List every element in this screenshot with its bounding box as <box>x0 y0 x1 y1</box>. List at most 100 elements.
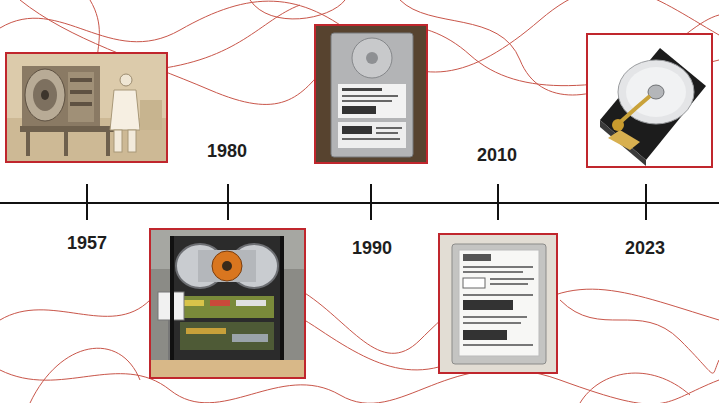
photo-1990-drive <box>342 106 376 114</box>
photo-2010-drive <box>463 344 533 346</box>
photo-2023-drive <box>612 119 624 131</box>
year-label: 2010 <box>477 146 517 166</box>
background-squiggles <box>300 290 457 353</box>
photo-1957-drive <box>41 90 49 100</box>
photo-2010-drive <box>463 294 533 296</box>
background-squiggles <box>0 281 719 370</box>
tick-mark <box>370 184 372 220</box>
photo-1957-drive <box>26 132 30 156</box>
photo-1957-drive <box>6 53 167 162</box>
axis-line <box>0 202 719 204</box>
photo-2023-drive <box>587 34 712 167</box>
photo-1957-drive <box>68 72 94 122</box>
photo-1957-drive <box>6 53 167 162</box>
photo-1957-drive <box>64 132 68 156</box>
photo-2023-drive <box>600 120 646 166</box>
photo-1957-drive <box>25 69 65 121</box>
background-squiggles <box>30 348 140 403</box>
photo-1957-drive <box>70 78 92 82</box>
photo-1980-drive <box>198 250 256 282</box>
photo-1957-drive <box>20 126 116 132</box>
photo-1990-drive <box>315 25 427 163</box>
photo-1990-drive <box>352 38 392 78</box>
photo-2010-drive <box>463 316 527 318</box>
photo-1980-drive <box>236 300 266 306</box>
photo-1980-drive <box>184 300 204 306</box>
tick-mark <box>497 184 499 220</box>
photo-2010-drive <box>463 271 523 273</box>
tick-mark <box>645 184 647 220</box>
photo-2010-drive <box>439 234 557 373</box>
photo-1990-drive <box>342 138 400 140</box>
photo-1980-drive <box>180 322 274 350</box>
photo-1990-drive <box>338 122 406 148</box>
photo-2023-drive <box>600 48 706 160</box>
photo-2010-drive <box>463 254 491 261</box>
photo-2010-drive <box>463 330 507 340</box>
photo-1980-drive <box>232 334 268 342</box>
photo-1990-drive <box>315 25 427 163</box>
photo-1990-drive <box>342 126 372 134</box>
axis-line <box>0 203 719 204</box>
photo-1957-drive <box>120 74 132 86</box>
photo-1980-drive <box>212 251 242 281</box>
tick-mark <box>87 184 646 220</box>
photo-2023-drive <box>587 34 712 167</box>
photo-1957-drive <box>140 100 162 130</box>
photo-1990-drive <box>342 88 382 91</box>
photo-1980-drive <box>170 236 174 360</box>
photo-2010-drive <box>439 234 557 373</box>
photo-2010-drive <box>463 300 513 310</box>
photo-2010-drive <box>459 250 539 356</box>
photo-1957-drive <box>128 130 136 152</box>
photo-1990-drive <box>342 100 392 102</box>
photo-1957-drive <box>110 90 140 130</box>
photo-1957-drive <box>70 90 92 94</box>
background-squiggles <box>0 370 719 403</box>
photo-1980-drive <box>280 236 284 360</box>
photo-2010-drive <box>463 278 485 288</box>
photo-1957-drive <box>22 66 100 128</box>
background-squiggles <box>580 373 690 403</box>
photo-1980-drive <box>150 229 305 378</box>
photo-2010-drive <box>490 278 534 280</box>
tick-mark <box>86 184 88 220</box>
year-label: 1980 <box>207 142 247 162</box>
background-squiggles <box>250 0 345 19</box>
year-label: 1957 <box>67 234 107 254</box>
photo-1990-drive <box>376 132 398 134</box>
photo-1990-drive <box>331 33 413 157</box>
photo-1957-drive <box>70 102 92 106</box>
photo-1990-drive <box>376 127 402 129</box>
photo-1980-drive <box>172 236 282 360</box>
photo-1980-drive <box>180 296 274 318</box>
photo-2010-drive <box>452 244 546 364</box>
photo-2010-drive <box>490 283 528 285</box>
photo-2023-drive <box>608 130 640 150</box>
tick-mark <box>227 184 229 220</box>
photo-1957-drive <box>106 132 110 156</box>
photo-1957-drive <box>114 130 122 152</box>
photo-1957-drive <box>33 79 57 111</box>
photo-2023-drive <box>587 34 712 167</box>
photo-1990-drive <box>366 52 378 64</box>
photo-1980-drive <box>222 261 232 271</box>
photo-1980-drive <box>150 229 305 378</box>
photo-2010-drive <box>439 234 557 373</box>
photo-1990-drive <box>338 84 406 118</box>
background-squiggles <box>560 300 719 373</box>
photo-1980-drive <box>210 300 230 306</box>
photo-1980-drive <box>150 229 305 378</box>
year-label: 1990 <box>352 239 392 259</box>
photo-1990-drive <box>342 95 398 97</box>
year-label: 2023 <box>625 239 665 259</box>
photo-1980-drive <box>150 360 305 378</box>
photo-1980-drive <box>186 328 226 334</box>
photo-1957-drive <box>6 53 167 162</box>
photo-2010-drive <box>463 266 533 268</box>
photo-1990-drive <box>315 25 427 163</box>
photo-2010-drive <box>463 322 521 324</box>
